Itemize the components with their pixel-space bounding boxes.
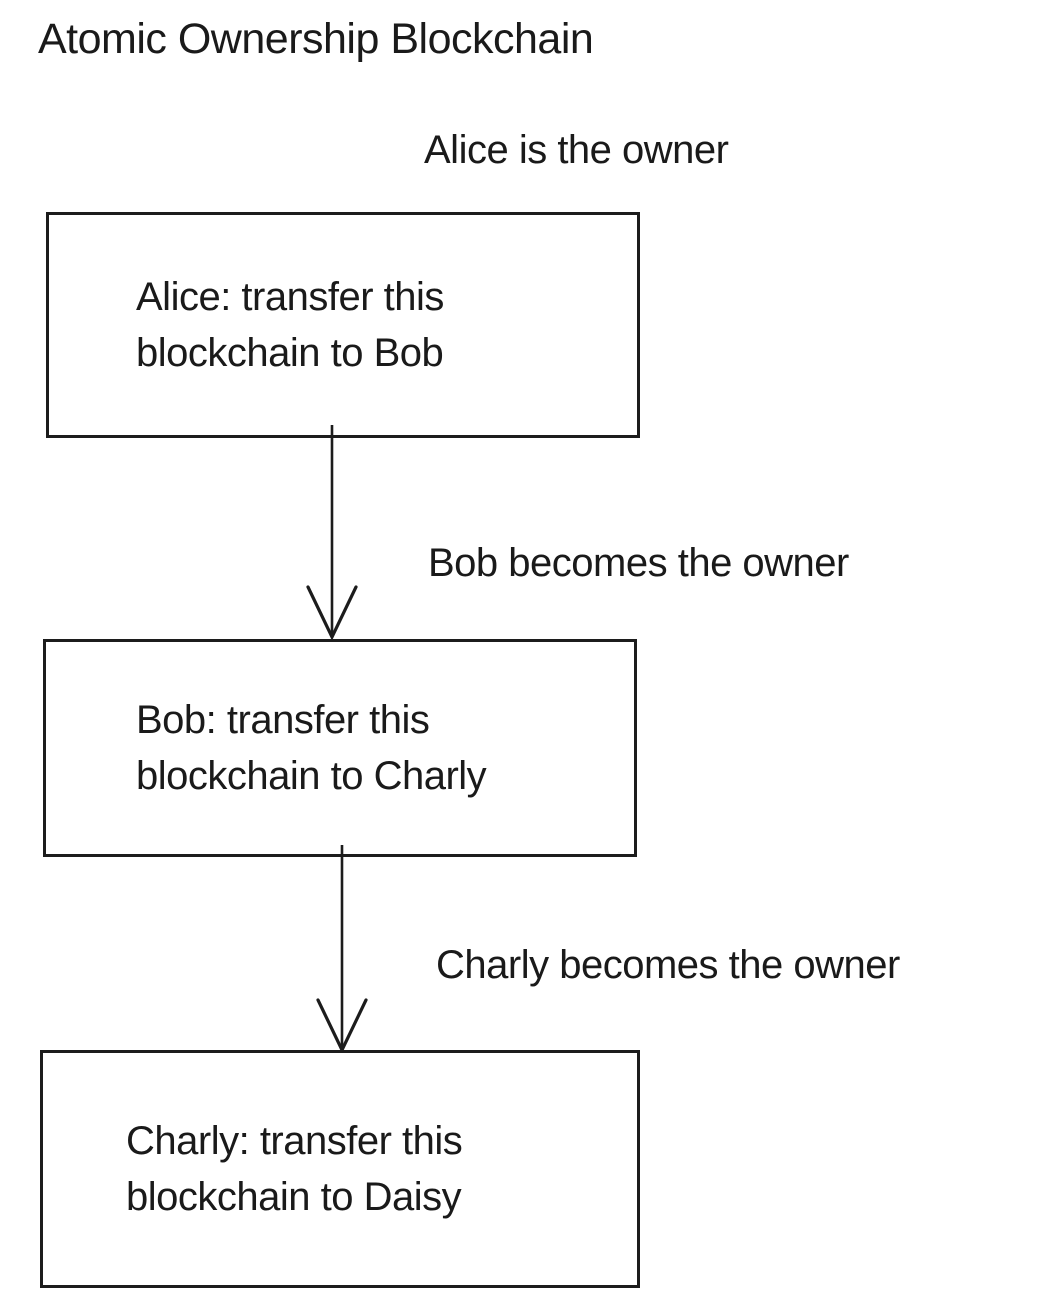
block-charly-transfer: Charly: transfer this blockchain to Dais… (40, 1050, 640, 1288)
block-text-line: blockchain to Daisy (126, 1175, 462, 1219)
page-title: Atomic Ownership Blockchain (38, 15, 594, 63)
block-alice-transfer: Alice: transfer this blockchain to Bob (46, 212, 640, 438)
owner-annotation-alice: Alice is the owner (424, 128, 729, 172)
block-text-line: Alice: transfer this (136, 275, 444, 319)
block-bob-transfer: Bob: transfer this blockchain to Charly (43, 639, 637, 857)
block-text-line: Bob: transfer this (136, 698, 430, 742)
block-text-line: blockchain to Bob (136, 331, 444, 375)
block-text-line: Charly: transfer this (126, 1119, 463, 1163)
block-text-line: blockchain to Charly (136, 754, 487, 798)
transfer-arrow-alice-to-bob (306, 425, 358, 639)
owner-annotation-charly: Charly becomes the owner (436, 943, 900, 987)
transfer-arrow-bob-to-charly (316, 845, 368, 1052)
owner-annotation-bob: Bob becomes the owner (428, 541, 849, 585)
